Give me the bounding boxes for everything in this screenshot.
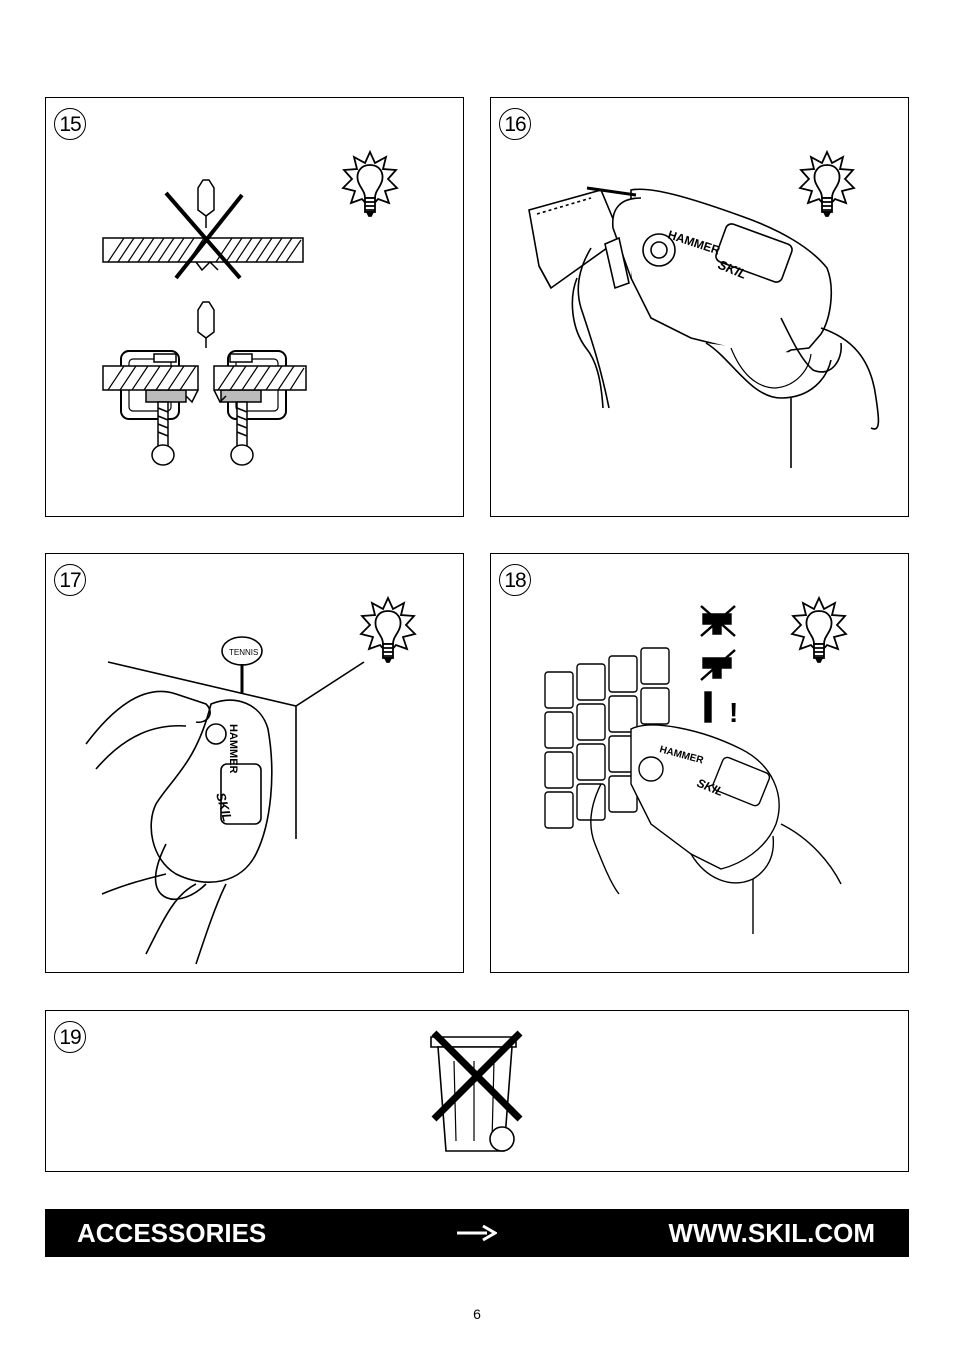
drilling-with-dust-bag-illustration: HAMMER SKIL: [528, 186, 880, 468]
crossed-out-wheelie-bin-icon: [430, 1030, 523, 1152]
figure-panel-18: 18 ! HAMMER SKIL: [490, 553, 909, 973]
figure-panel-17: 17 TENNIS HAMMER SKIL: [45, 553, 464, 973]
right-arrow-icon: [457, 1224, 497, 1242]
figure-number: 19: [54, 1021, 86, 1053]
lightbulb-tip-icon: [790, 596, 848, 663]
hammer-label: HAMMER: [227, 724, 239, 774]
figure-panel-16: 16 HAMMER SKIL: [490, 97, 909, 517]
tennis-ball-text: TENNIS: [229, 648, 258, 657]
figure-number: 18: [499, 564, 531, 596]
page-number: 6: [473, 1306, 481, 1322]
drilling-tiles-illustration: ! HAMMER SKIL: [544, 605, 842, 934]
accessories-banner: ACCESSORIES WWW.SKIL.COM: [45, 1209, 909, 1257]
figure-number: 17: [54, 564, 86, 596]
accessories-label: ACCESSORIES: [77, 1218, 267, 1248]
lightbulb-tip-icon: [798, 150, 856, 217]
lightbulb-tip-icon: [359, 596, 417, 663]
figure-panel-15: 15: [45, 97, 464, 517]
figure-number: 16: [499, 108, 531, 140]
clamping-workpiece-illustration: [102, 179, 307, 466]
figure-number: 15: [54, 108, 86, 140]
overhead-drilling-illustration: TENNIS HAMMER SKIL: [85, 636, 365, 965]
figure-panel-19: 19: [45, 1010, 909, 1172]
website-link[interactable]: WWW.SKIL.COM: [668, 1218, 875, 1248]
warning-exclamation: !: [729, 697, 738, 728]
lightbulb-tip-icon: [341, 150, 399, 217]
brand-logo-text: SKIL: [213, 791, 235, 824]
